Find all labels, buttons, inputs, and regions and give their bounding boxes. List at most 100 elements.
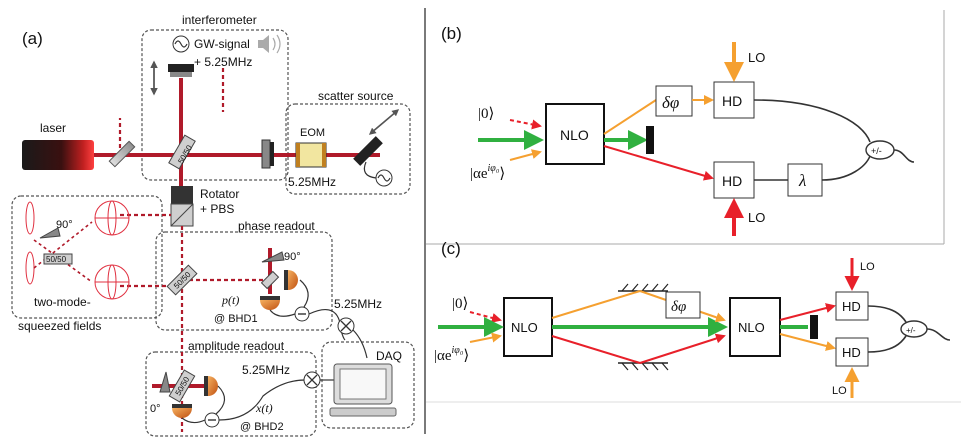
hd-top-box-c [835, 291, 869, 321]
hd-bottom-label: HD [722, 173, 742, 189]
coherent-input-arrow-c [469, 332, 502, 343]
scatter-mirror [353, 136, 383, 166]
nlo-1-box [503, 297, 553, 357]
phase-shifter-box-c [665, 291, 701, 319]
end-mirror-top-face [170, 72, 192, 77]
hd-top-box [713, 81, 755, 119]
phase-beamsplitter [166, 264, 198, 296]
gw-signal-label: GW-signal [194, 37, 250, 51]
hd-bottom-label-c: HD [842, 345, 861, 360]
hd-bottom-box-c [835, 337, 869, 367]
panel-b-label: (b) [441, 24, 462, 43]
phase-wire-1 [299, 279, 309, 308]
lo-top-label: LO [748, 50, 765, 65]
daq-keyboard [329, 407, 397, 417]
mix-freq-2-label: 5.25MHz [242, 363, 290, 377]
combiner-b-out [893, 149, 915, 163]
green-beam-dump [646, 126, 654, 154]
amp-detector-1 [208, 376, 218, 396]
nlo-label: NLO [560, 127, 589, 143]
delta-phi-label-c: δφ [671, 299, 686, 315]
phase-detector-2-base [260, 296, 280, 300]
orange-output [603, 99, 657, 135]
waveplate-0 [159, 371, 171, 393]
squeezed-ellipse-2 [25, 251, 35, 285]
red-output [603, 145, 714, 181]
hd-top-wire [753, 99, 871, 143]
phase-detector-2 [260, 300, 280, 310]
scatter-source-label: scatter source [318, 89, 394, 103]
phase-bhd-splitter [260, 270, 280, 290]
amp-wire-1 [215, 385, 226, 415]
rotator [171, 186, 193, 204]
scatter-source-box [285, 103, 411, 195]
amp-wire-out [218, 379, 306, 421]
panel-a-label: (a) [22, 29, 43, 48]
squeeze-beamsplitter [43, 253, 73, 265]
eom-plate-left [296, 143, 300, 167]
angle-0-label: 0° [150, 403, 161, 415]
mirror-top-hatch [621, 283, 669, 292]
squeezed-label-1: two-mode- [34, 295, 91, 309]
end-mirror-top [168, 64, 194, 72]
red-out-c [779, 303, 836, 321]
lo-bottom-label-c: LO [832, 385, 847, 397]
lo-bottom-label: LO [748, 210, 765, 225]
pickoff-mirror [108, 140, 136, 168]
hd-top-label: HD [722, 93, 742, 109]
combiner-c-out [926, 328, 951, 341]
daq-screen [339, 368, 387, 400]
end-mirror-right-back [270, 142, 274, 166]
squeezed-label-2: squeezed fields [18, 319, 101, 333]
vac-label: |0⟩ [478, 106, 494, 122]
x-t-label: x(t) [255, 401, 273, 415]
vac-input-arrow-c [469, 311, 502, 323]
vac-label-c: |0⟩ [452, 296, 468, 312]
coherent-input-arrow [509, 149, 542, 161]
amp-beamsplitter [168, 369, 196, 403]
vac-input-arrow [509, 119, 542, 130]
waveplate-90-left [39, 227, 61, 239]
combiner-b-label: +/- [871, 146, 882, 156]
panel-c: (c) NLO |0⟩ |αeiφ₀⟩ δφ NLO HD HD [434, 239, 951, 398]
phase-wire-2 [269, 309, 296, 317]
mirror-bottom-hatch [621, 362, 669, 371]
squeezed-source-box [11, 195, 163, 319]
panel-b: (b) NLO |0⟩ |αeiφ₀⟩ δφ HD HD LO LO λ [441, 24, 915, 236]
mixer-2-cross [306, 374, 318, 386]
mixer-1-to-daq [352, 329, 368, 359]
hd-top-wire-c [867, 305, 907, 323]
mix-freq-1-label: 5.25MHz [334, 297, 382, 311]
delta-phi-label: δφ [662, 93, 679, 112]
rotator-label: Rotator [200, 187, 239, 201]
interferometer-label: interferometer [182, 13, 257, 27]
red-to-mirror [551, 335, 641, 364]
phase-detector-1 [288, 270, 298, 290]
phase-readout-box [155, 231, 333, 331]
orange-to-mirror [551, 290, 641, 319]
laser-label: laser [40, 121, 66, 135]
amplitude-readout-label: amplitude readout [188, 339, 285, 353]
sine-glyph [174, 40, 188, 48]
eom [295, 142, 327, 168]
amp-detector-1-base [204, 376, 208, 396]
coherent-label-b: |αeiφ₀⟩ [470, 163, 505, 182]
panel-c-label: (c) [441, 239, 461, 258]
end-mirror-right [261, 139, 271, 169]
amp-detector-2-base [172, 404, 192, 408]
eom-label: EOM [300, 127, 325, 139]
angle-90-phase-label: 90° [284, 251, 301, 263]
hd-bottom-wire-c [867, 335, 907, 353]
nlo-box [545, 103, 605, 165]
laser [22, 140, 94, 170]
squeezed-ellipse-1 [25, 201, 35, 235]
squeeze-bs-label: 50/50 [46, 255, 67, 264]
scatter-cable [363, 161, 377, 179]
combiner-c-label: +/- [906, 326, 916, 335]
hd-top-label-c: HD [842, 299, 861, 314]
phase-readout-label: phase readout [238, 219, 315, 233]
coherent-label-c: |αeiφ₀⟩ [434, 345, 469, 364]
green-beam-dump-c [810, 315, 818, 339]
orange-out-c [779, 333, 836, 351]
